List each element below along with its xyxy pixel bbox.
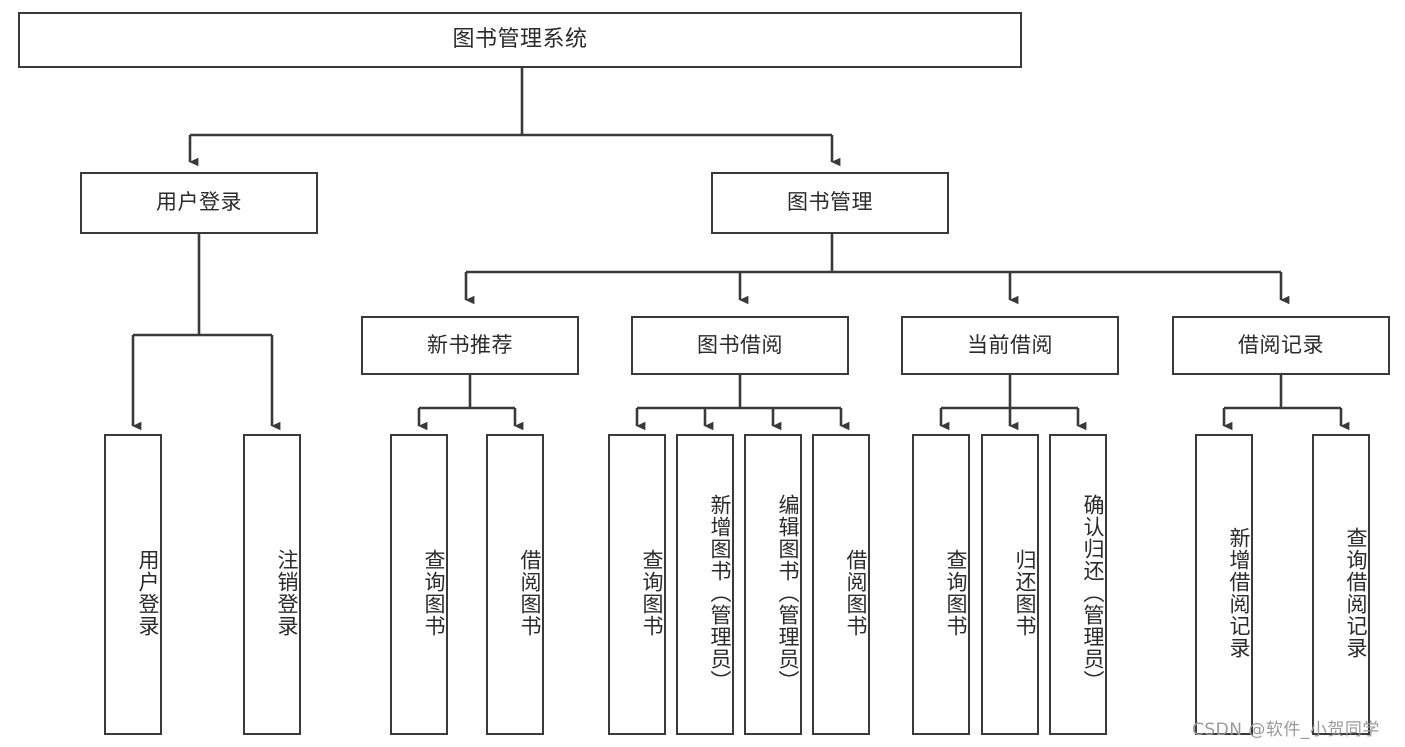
- leaf-label: 新增借阅记录: [1227, 526, 1251, 659]
- leaf-borrow-record-add[interactable]: 新增借阅记录: [1195, 434, 1253, 735]
- edges-currentborrow-to-leaves: [939, 375, 1087, 431]
- leaf-label: 确认归还（管理员）: [1081, 493, 1105, 692]
- leaf-current-borrow-return[interactable]: 归还图书: [981, 434, 1039, 735]
- leaf-current-borrow-query[interactable]: 查询图书: [912, 434, 970, 735]
- edges-newbook-to-leaves: [417, 375, 524, 431]
- leaf-label: 查询图书: [422, 548, 446, 637]
- node-book-management-label: 图书管理: [787, 190, 873, 215]
- leaf-borrow-record-query[interactable]: 查询借阅记录: [1312, 434, 1370, 735]
- node-borrow-record[interactable]: 借阅记录: [1172, 316, 1390, 375]
- node-book-management[interactable]: 图书管理: [711, 172, 949, 234]
- node-current-borrow-label: 当前借阅: [967, 332, 1053, 357]
- node-book-borrow[interactable]: 图书借阅: [631, 316, 849, 375]
- leaf-label: 注销登录: [275, 548, 299, 637]
- node-book-borrow-label: 图书借阅: [697, 332, 783, 357]
- leaf-new-book-borrow[interactable]: 借阅图书: [486, 434, 544, 735]
- edges-bookborrow-to-leaves: [635, 375, 850, 431]
- leaf-label: 归还图书: [1013, 548, 1037, 637]
- node-root-system[interactable]: 图书管理系统: [18, 12, 1022, 68]
- watermark-text: CSDN @软件_小贺同学: [1192, 720, 1380, 740]
- leaf-label: 新增图书（管理员）: [708, 493, 732, 692]
- leaf-book-borrow-edit[interactable]: 编辑图书（管理员）: [744, 434, 802, 735]
- node-current-borrow[interactable]: 当前借阅: [901, 316, 1119, 375]
- leaf-new-book-query[interactable]: 查询图书: [390, 434, 448, 735]
- leaf-label: 查询借阅记录: [1344, 526, 1368, 659]
- leaf-label: 查询图书: [640, 548, 664, 637]
- node-new-book-recommend-label: 新书推荐: [427, 332, 513, 357]
- node-borrow-record-label: 借阅记录: [1238, 332, 1324, 357]
- leaf-label: 借阅图书: [844, 548, 868, 637]
- leaf-label: 查询图书: [944, 548, 968, 637]
- edges-root-to-level2: [188, 68, 841, 167]
- node-user-login-label: 用户登录: [156, 190, 242, 215]
- edges-borrowrecord-to-leaves: [1222, 375, 1350, 431]
- leaf-label: 用户登录: [136, 548, 160, 637]
- node-user-login[interactable]: 用户登录: [80, 172, 318, 234]
- leaf-book-borrow-borrow[interactable]: 借阅图书: [812, 434, 870, 735]
- leaf-label: 编辑图书（管理员）: [776, 493, 800, 692]
- leaf-current-borrow-confirm-return[interactable]: 确认归还（管理员）: [1049, 434, 1107, 735]
- node-root-label: 图书管理系统: [452, 26, 588, 52]
- leaf-user-login-logout[interactable]: 注销登录: [243, 434, 301, 735]
- node-new-book-recommend[interactable]: 新书推荐: [361, 316, 579, 375]
- leaf-user-login-login[interactable]: 用户登录: [104, 434, 162, 735]
- leaf-label: 借阅图书: [518, 548, 542, 637]
- leaf-book-borrow-query[interactable]: 查询图书: [608, 434, 666, 735]
- edges-userlogin-to-leaves: [131, 234, 281, 431]
- edges-booklmgmt-to-level3: [464, 234, 1290, 305]
- leaf-book-borrow-add[interactable]: 新增图书（管理员）: [676, 434, 734, 735]
